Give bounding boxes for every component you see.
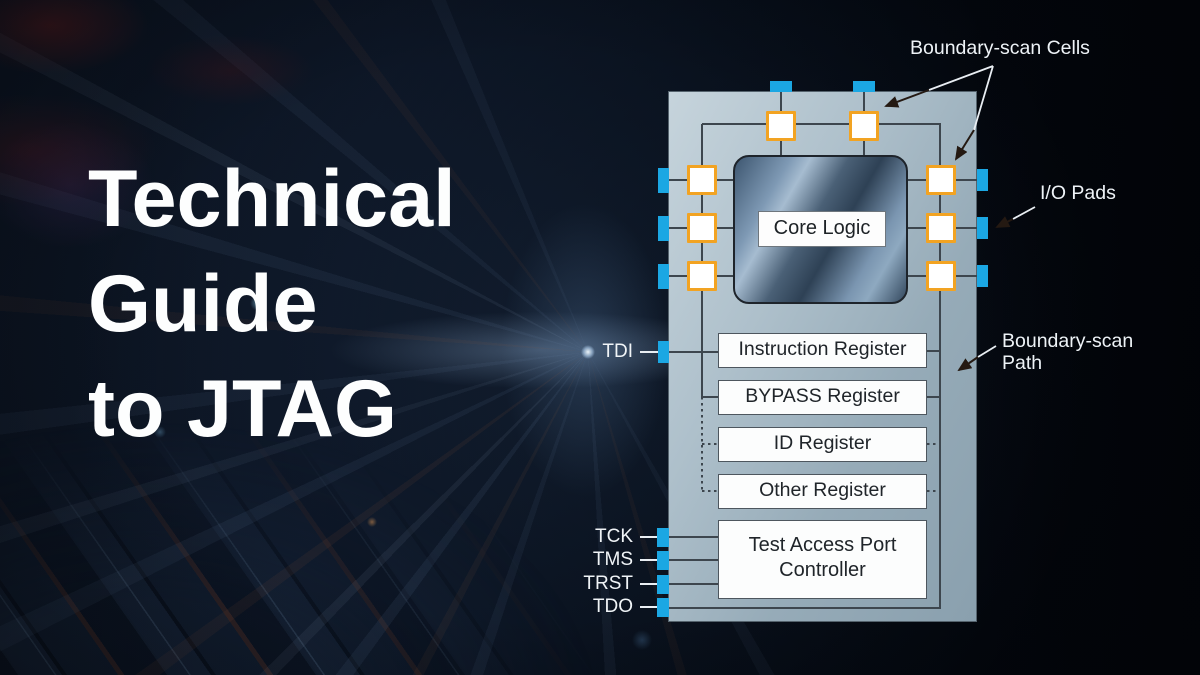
boundary-scan-path-line-2: Path <box>1002 352 1043 374</box>
boundary-scan-cell-right-1 <box>926 165 956 195</box>
boundary-scan-cell-top-1 <box>766 111 796 141</box>
io-pad-tms <box>657 551 669 570</box>
io-pad-top-1 <box>770 81 792 92</box>
signal-label-tdi: TDI <box>602 341 633 362</box>
boundary-scan-cell-top-2 <box>849 111 879 141</box>
io-pad-tdo <box>657 598 669 617</box>
boundary-scan-cell-right-3 <box>926 261 956 291</box>
signal-label-tck: TCK <box>595 526 633 547</box>
boundary-scan-path-line-1: Boundary-scan <box>1002 330 1134 352</box>
io-pad-right-3 <box>977 265 988 287</box>
boundary-scan-path-label: Boundary-scan Path <box>1002 330 1133 374</box>
io-pad-left-1 <box>658 168 669 193</box>
io-pad-right-1 <box>977 169 988 191</box>
boundary-scan-cell-right-2 <box>926 213 956 243</box>
core-logic-label: Core Logic <box>758 211 886 247</box>
tap-controller-line-2: Controller <box>779 559 866 581</box>
signal-label-trst: TRST <box>583 573 633 594</box>
io-pad-right-2 <box>977 217 988 239</box>
io-pad-tdi <box>658 341 669 363</box>
boundary-scan-cells-label: Boundary-scan Cells <box>910 37 1090 59</box>
signal-label-tms: TMS <box>592 549 633 570</box>
title-line-2: Guide <box>88 259 318 349</box>
page-title: Technical Guide to JTAG <box>88 147 456 462</box>
boundary-scan-cell-left-1 <box>687 165 717 195</box>
io-pad-left-2 <box>658 216 669 241</box>
signal-label-tdo: TDO <box>592 596 633 617</box>
io-pad-top-2 <box>853 81 875 92</box>
tap-controller-line-1: Test Access Port <box>748 534 897 556</box>
boundary-scan-cell-left-3 <box>687 261 717 291</box>
tap-controller-box: Test Access Port Controller <box>718 520 927 599</box>
io-pad-tck <box>657 528 669 547</box>
register-other: Other Register <box>718 474 927 509</box>
io-pad-left-3 <box>658 264 669 289</box>
io-pads-label: I/O Pads <box>1040 182 1116 204</box>
title-line-3: to JTAG <box>88 364 397 454</box>
io-pad-trst <box>657 575 669 594</box>
boundary-scan-cell-left-2 <box>687 213 717 243</box>
register-bypass: BYPASS Register <box>718 380 927 415</box>
title-line-1: Technical <box>88 154 456 244</box>
register-instruction: Instruction Register <box>718 333 927 368</box>
register-id: ID Register <box>718 427 927 462</box>
